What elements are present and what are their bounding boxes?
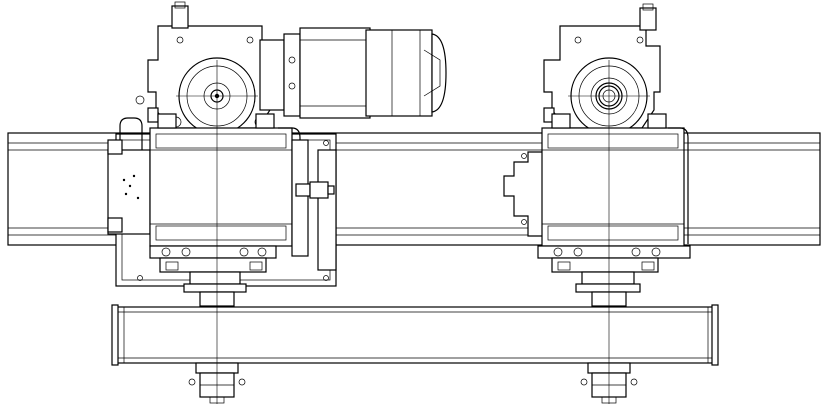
left-side-handle xyxy=(295,181,335,199)
left-trolley xyxy=(107,1,447,404)
left-drive-motor xyxy=(259,27,447,119)
right-wheel-housing xyxy=(541,113,689,247)
cross-tube xyxy=(111,304,719,366)
left-wheel-housing xyxy=(149,113,309,257)
left-gearbox xyxy=(135,1,271,135)
left-cable-bracket xyxy=(107,117,151,235)
right-trolley xyxy=(503,3,691,404)
right-hook-block xyxy=(537,245,691,307)
